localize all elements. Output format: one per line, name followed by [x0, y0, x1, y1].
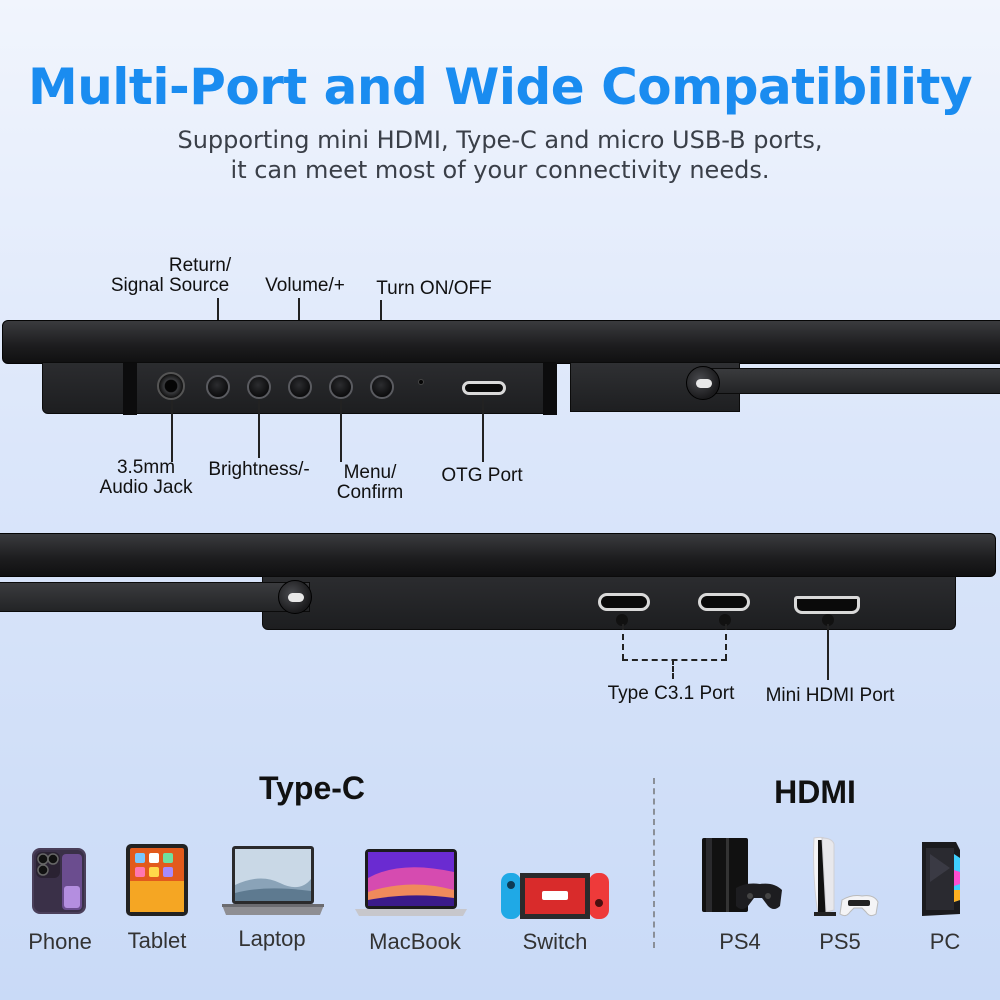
- section-divider: [653, 778, 655, 948]
- page-title: Multi-Port and Wide Compatibility: [27, 58, 973, 116]
- ps5-icon: [808, 836, 880, 925]
- typec-dot-2: [719, 614, 731, 626]
- device-label-ps5: PS5: [819, 929, 861, 954]
- hdmi-section-title: HDMI: [774, 774, 856, 810]
- hinge-knob-top: [686, 366, 720, 400]
- tablet-icon: [125, 843, 189, 922]
- typec-dash-right: [725, 624, 727, 660]
- device-label-macbook: MacBook: [369, 929, 461, 954]
- label-menu-line1: Menu/: [343, 462, 397, 483]
- label-audio-line1: 3.5mm: [116, 457, 176, 478]
- label-typec: Type C3.1 Port: [607, 683, 735, 704]
- kickstand-arm-bottom: [0, 582, 310, 612]
- power-button[interactable]: [370, 375, 394, 399]
- menu-button[interactable]: [329, 375, 353, 399]
- device-label-phone: Phone: [28, 929, 92, 954]
- brightness-button[interactable]: [247, 375, 271, 399]
- switch-icon: [500, 871, 610, 926]
- leader-otg: [482, 398, 484, 462]
- ps4-icon: [698, 836, 784, 923]
- typec-dash-stem: [672, 659, 674, 679]
- typec-dash-left: [622, 624, 624, 660]
- pc-tower-icon: [916, 840, 964, 923]
- label-return-line2: Signal Source: [110, 275, 230, 296]
- hinge-knob-bottom: [278, 580, 312, 614]
- power-led: [418, 379, 424, 385]
- device-label-tablet: Tablet: [127, 928, 187, 953]
- subtitle-line-2: it can meet most of your connectivity ne…: [230, 156, 770, 184]
- label-brightness: Brightness/-: [208, 459, 310, 480]
- label-power: Turn ON/OFF: [376, 278, 492, 299]
- return-button[interactable]: [206, 375, 230, 399]
- label-menu-line2: Confirm: [336, 482, 404, 503]
- audio-jack: [157, 372, 185, 400]
- typec-port-2: [698, 593, 750, 611]
- kickstand-arm-top: [700, 368, 1000, 394]
- macbook-icon: [355, 848, 467, 923]
- device-label-ps4: PS4: [719, 929, 761, 954]
- laptop-icon: [220, 845, 326, 922]
- leader-audio: [171, 400, 173, 462]
- typec-section-title: Type-C: [258, 770, 366, 806]
- volume-button[interactable]: [288, 375, 312, 399]
- leader-menu: [340, 400, 342, 462]
- hdmi-dot: [822, 614, 834, 626]
- phone-icon: [30, 846, 88, 921]
- device-label-pc: PC: [929, 929, 961, 954]
- typec-dot-1: [616, 614, 628, 626]
- leader-brightness: [258, 400, 260, 458]
- leader-hdmi: [827, 624, 829, 680]
- typec-port-1: [598, 593, 650, 611]
- monitor-bezel-bottom: [0, 533, 996, 577]
- label-return-line1: Return/: [168, 255, 232, 276]
- label-hdmi: Mini HDMI Port: [765, 685, 895, 706]
- monitor-bezel-top: [2, 320, 1000, 364]
- typec-dash-join: [622, 659, 727, 661]
- subtitle-line-1: Supporting mini HDMI, Type-C and micro U…: [177, 126, 823, 154]
- label-audio-line2: Audio Jack: [99, 477, 193, 498]
- device-label-switch: Switch: [522, 929, 588, 954]
- device-label-laptop: Laptop: [238, 926, 306, 951]
- otg-port: [462, 381, 506, 395]
- label-volume: Volume/+: [265, 275, 345, 296]
- label-otg: OTG Port: [441, 465, 523, 486]
- mini-hdmi-port: [794, 596, 860, 614]
